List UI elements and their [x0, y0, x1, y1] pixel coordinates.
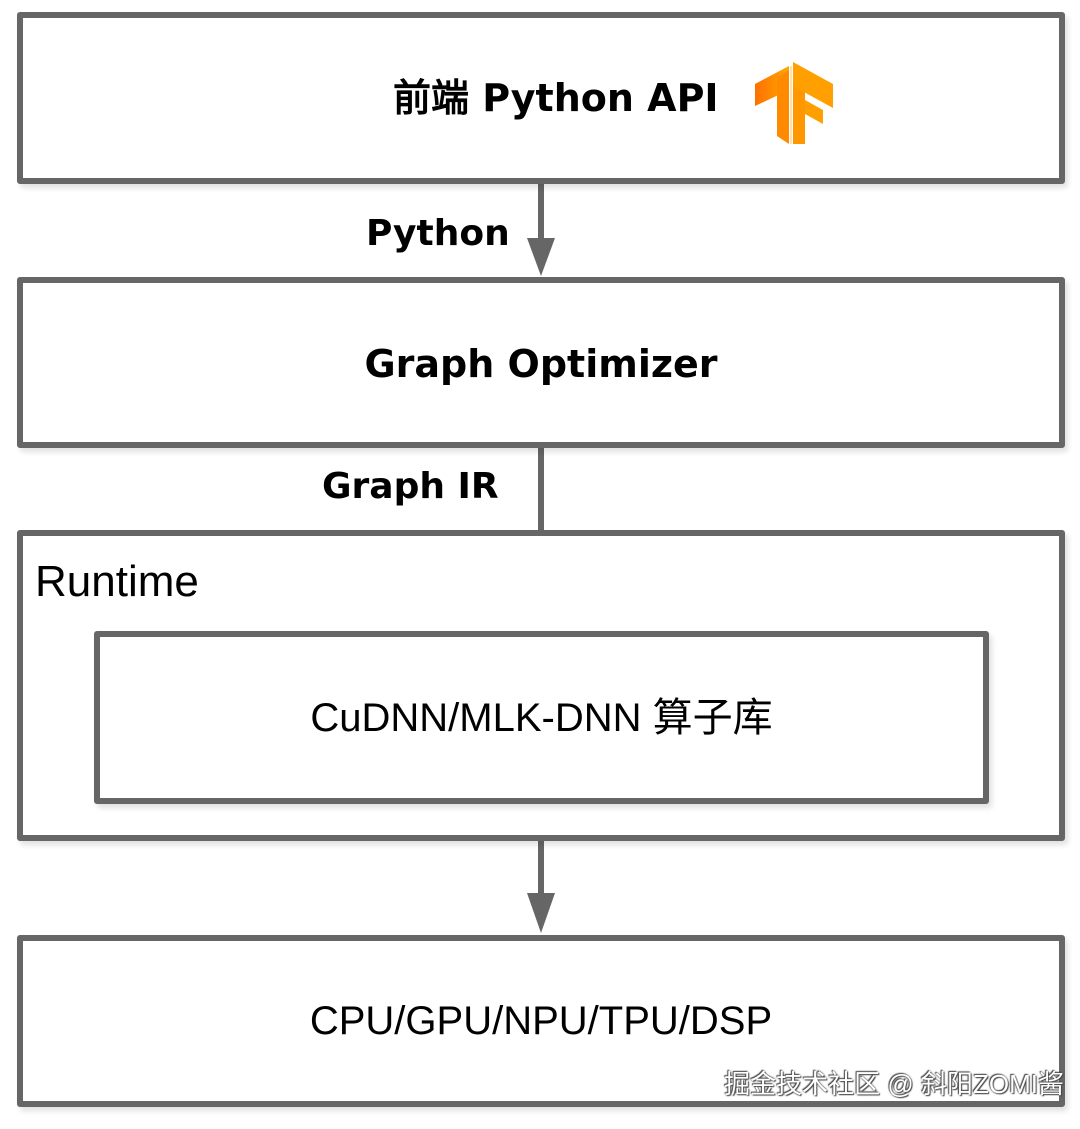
- graph-optimizer-box: Graph Optimizer: [17, 277, 1065, 448]
- frontend-python-api-box: 前端 Python API: [17, 12, 1065, 184]
- edge-label-graph-ir: Graph IR: [322, 466, 499, 507]
- ops-library-label: CuDNN/MLK-DNN 算子库: [310, 695, 773, 740]
- arrow-runtime-to-hardware: [527, 841, 555, 933]
- watermark: 掘金技术社区 @ 斜阳ZOMI酱: [724, 1069, 1064, 1099]
- graph-optimizer-label: Graph Optimizer: [364, 341, 718, 386]
- arrow-frontend-to-optimizer: [527, 184, 555, 276]
- hardware-box: CPU/GPU/NPU/TPU/DSP: [17, 935, 1065, 1107]
- frontend-label: 前端 Python API: [393, 76, 719, 120]
- edge-label-python: Python: [366, 213, 510, 254]
- tensorflow-logo-icon: [755, 62, 833, 144]
- hardware-label: CPU/GPU/NPU/TPU/DSP: [309, 999, 773, 1043]
- runtime-title: Runtime: [35, 557, 199, 606]
- ops-library-box: CuDNN/MLK-DNN 算子库: [94, 631, 989, 804]
